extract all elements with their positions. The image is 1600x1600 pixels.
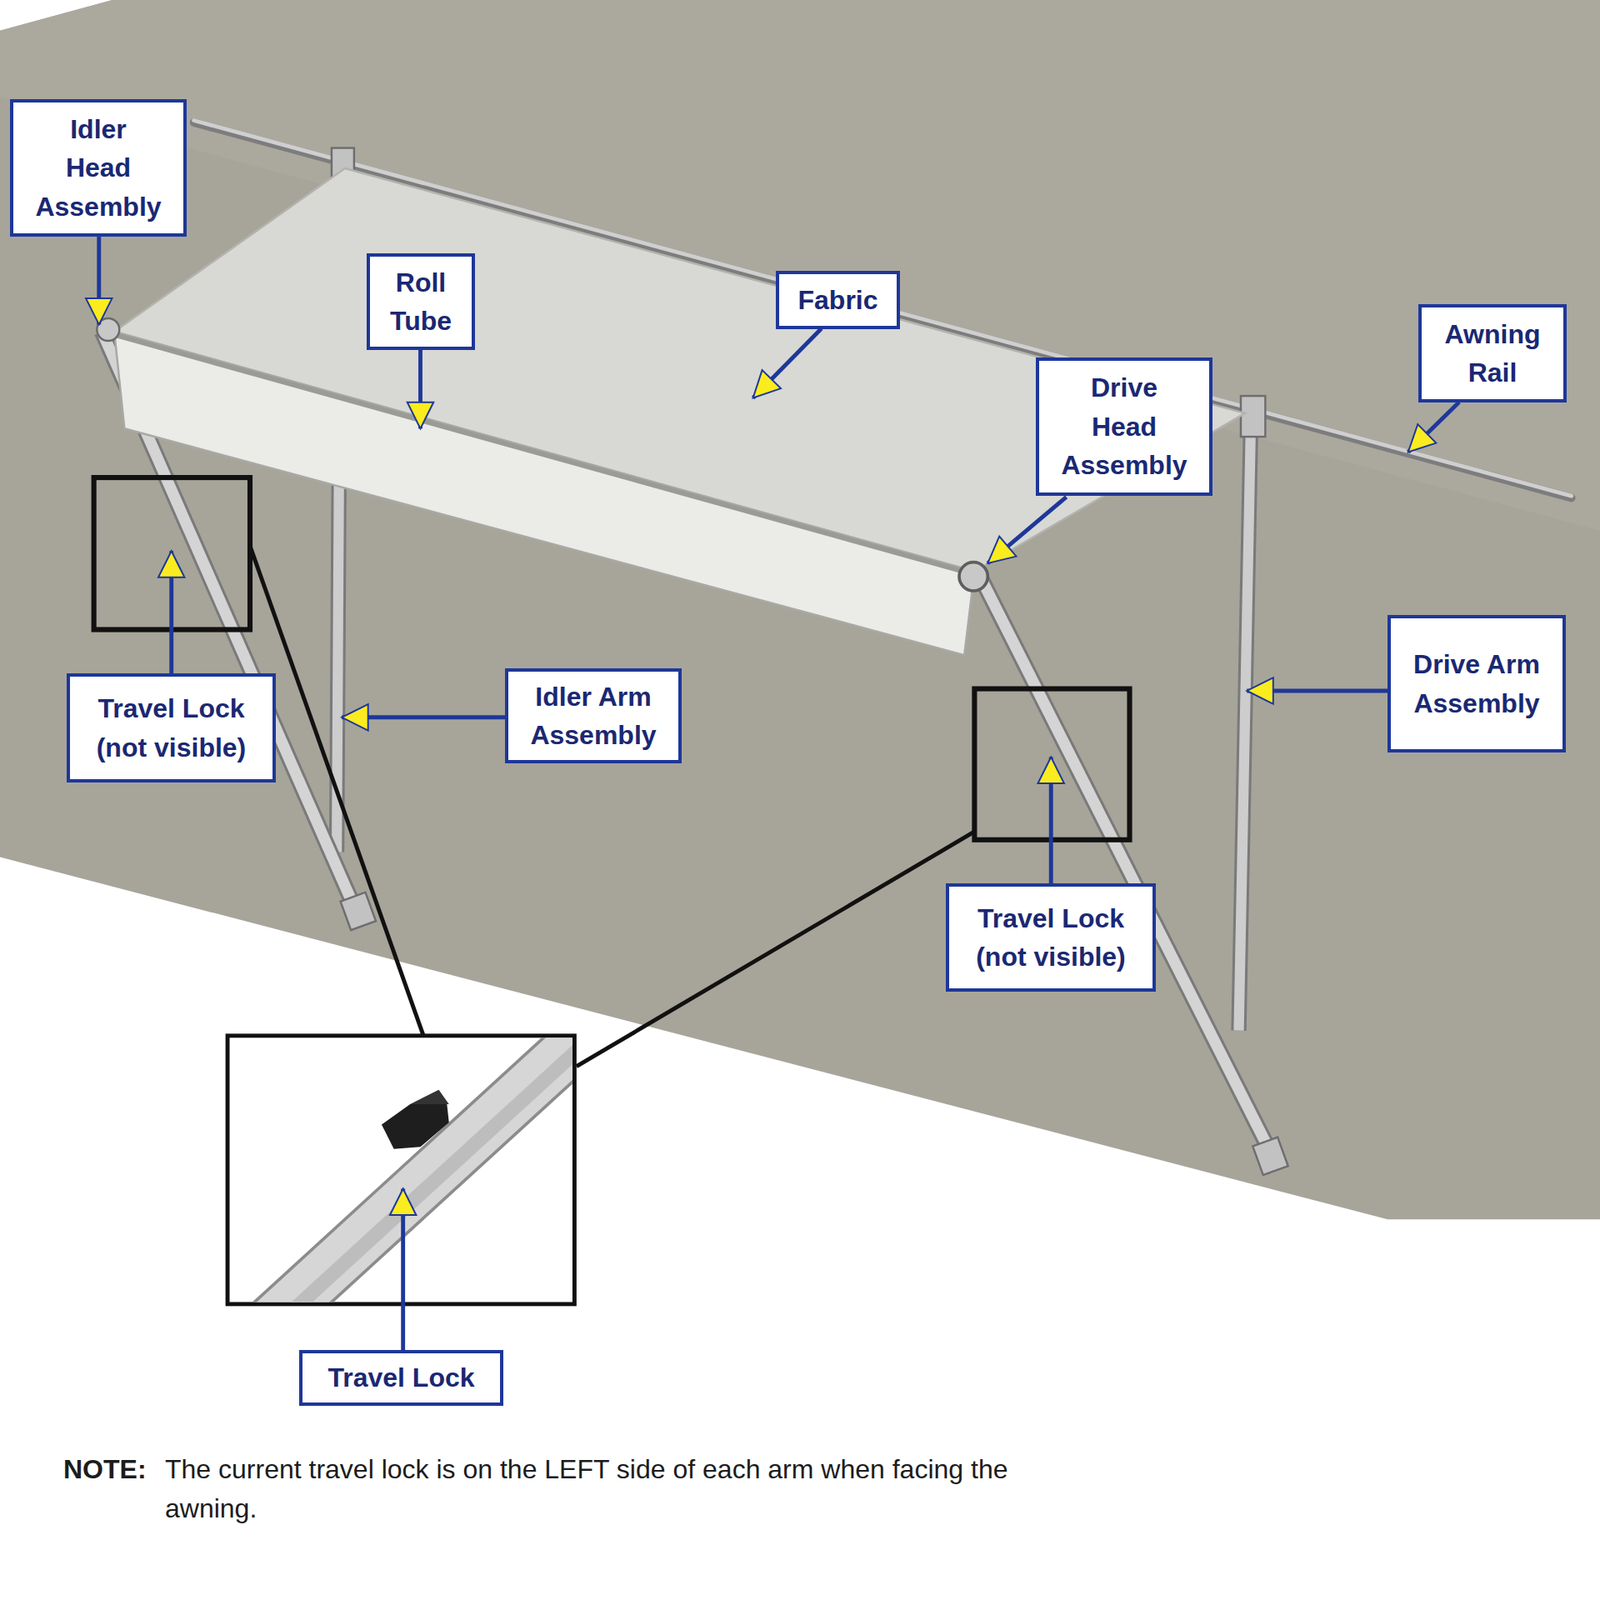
roll-tube bbox=[114, 331, 975, 655]
callout-box: Travel Lock (not visible) bbox=[66, 673, 276, 783]
callout-box: Fabric bbox=[775, 270, 900, 330]
callout-label: Roll Tube bbox=[374, 263, 468, 341]
callout-label: Idler Arm Assembly bbox=[508, 677, 679, 755]
callout-arrow bbox=[99, 236, 1460, 1350]
roll-tube-edge bbox=[114, 335, 975, 575]
zoom-line bbox=[250, 545, 424, 1036]
note-text: NOTE: bbox=[63, 1450, 172, 1490]
callout-label: Idler Head Assembly bbox=[35, 110, 162, 226]
note-text: The current travel lock is on the LEFT s… bbox=[165, 1450, 1011, 1529]
callout-box: Idler Arm Assembly bbox=[505, 668, 682, 764]
callout-box: Idler Head Assembly bbox=[10, 99, 187, 237]
callout-label: Travel Lock bbox=[308, 1358, 495, 1397]
callout-label: Awning Rail bbox=[1436, 315, 1549, 393]
drive-head bbox=[959, 562, 988, 591]
callout-box: Roll Tube bbox=[366, 253, 475, 350]
callout-label: Fabric bbox=[779, 280, 897, 320]
callout-box: Travel Lock bbox=[299, 1350, 504, 1406]
callout-box: Drive Arm Assembly bbox=[1387, 615, 1566, 753]
callout-box: Drive Head Assembly bbox=[1035, 357, 1213, 496]
callout-label: Drive Head Assembly bbox=[1060, 368, 1188, 485]
inset-arm bbox=[255, 1037, 573, 1302]
callout-label: Drive Arm Assembly bbox=[1413, 645, 1540, 723]
callout-label: Travel Lock (not visible) bbox=[965, 899, 1137, 977]
zoom-line bbox=[576, 831, 975, 1067]
callout-box: Awning Rail bbox=[1418, 304, 1567, 403]
callout-label: Travel Lock (not visible) bbox=[85, 689, 257, 767]
travel-lock-clip bbox=[381, 1090, 450, 1150]
callout-box: Travel Lock (not visible) bbox=[945, 883, 1156, 992]
